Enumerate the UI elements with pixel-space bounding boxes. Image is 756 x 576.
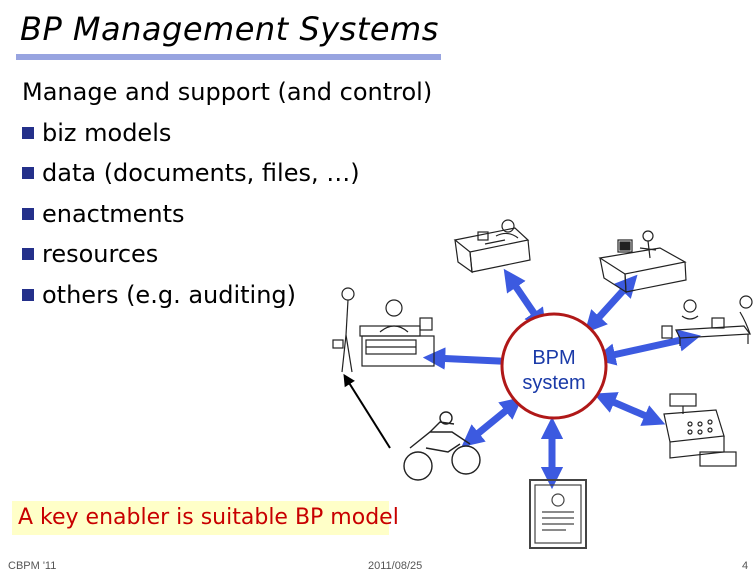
cash-register-icon bbox=[663, 393, 737, 467]
arrow-to-motorbike bbox=[461, 396, 523, 448]
bpm-label-line1: BPM bbox=[532, 347, 575, 369]
bullet-item: resources bbox=[22, 234, 432, 275]
key-enabler-note: A key enabler is suitable BP model bbox=[12, 501, 399, 535]
desk-worker-icon bbox=[332, 287, 435, 373]
slide-title: BP Management Systems bbox=[20, 10, 439, 48]
footer-date: 2011/08/25 bbox=[368, 560, 423, 572]
arrow-to-meeting bbox=[593, 329, 701, 366]
motorbike-icon bbox=[403, 411, 481, 481]
footer-conference: CBPM '11 bbox=[8, 560, 57, 572]
arrow-to-cash-register bbox=[593, 392, 666, 426]
bullet-item: enactments bbox=[22, 194, 432, 235]
footer-page-number: 4 bbox=[742, 560, 749, 572]
enabler-pointer-arrow bbox=[343, 373, 391, 449]
bullet-heading: Manage and support (and control) bbox=[22, 78, 433, 106]
bullet-item: biz models bbox=[22, 113, 432, 154]
meeting-icon bbox=[661, 295, 753, 346]
bullet-square-icon bbox=[22, 167, 34, 179]
bullet-list: Manage and support (and control) biz mod… bbox=[22, 72, 432, 315]
bullet-square-icon bbox=[22, 248, 34, 260]
bullet-square-icon bbox=[22, 207, 34, 220]
bullet-item: data (documents, files, …) bbox=[22, 153, 432, 194]
arrow-to-office-desk bbox=[503, 268, 547, 332]
certificate-icon bbox=[529, 479, 587, 549]
arrow-to-computer-workstation bbox=[584, 274, 638, 334]
bpm-system-circle bbox=[500, 312, 608, 420]
computer-workstation-icon bbox=[598, 230, 687, 294]
bullet-square-icon bbox=[22, 126, 34, 139]
office-service-icon bbox=[453, 219, 531, 274]
bullet-square-icon bbox=[22, 288, 34, 301]
title-underline bbox=[16, 54, 441, 60]
bullet-item: others (e.g. auditing) bbox=[22, 275, 432, 316]
bpm-label-line2: system bbox=[522, 372, 585, 394]
